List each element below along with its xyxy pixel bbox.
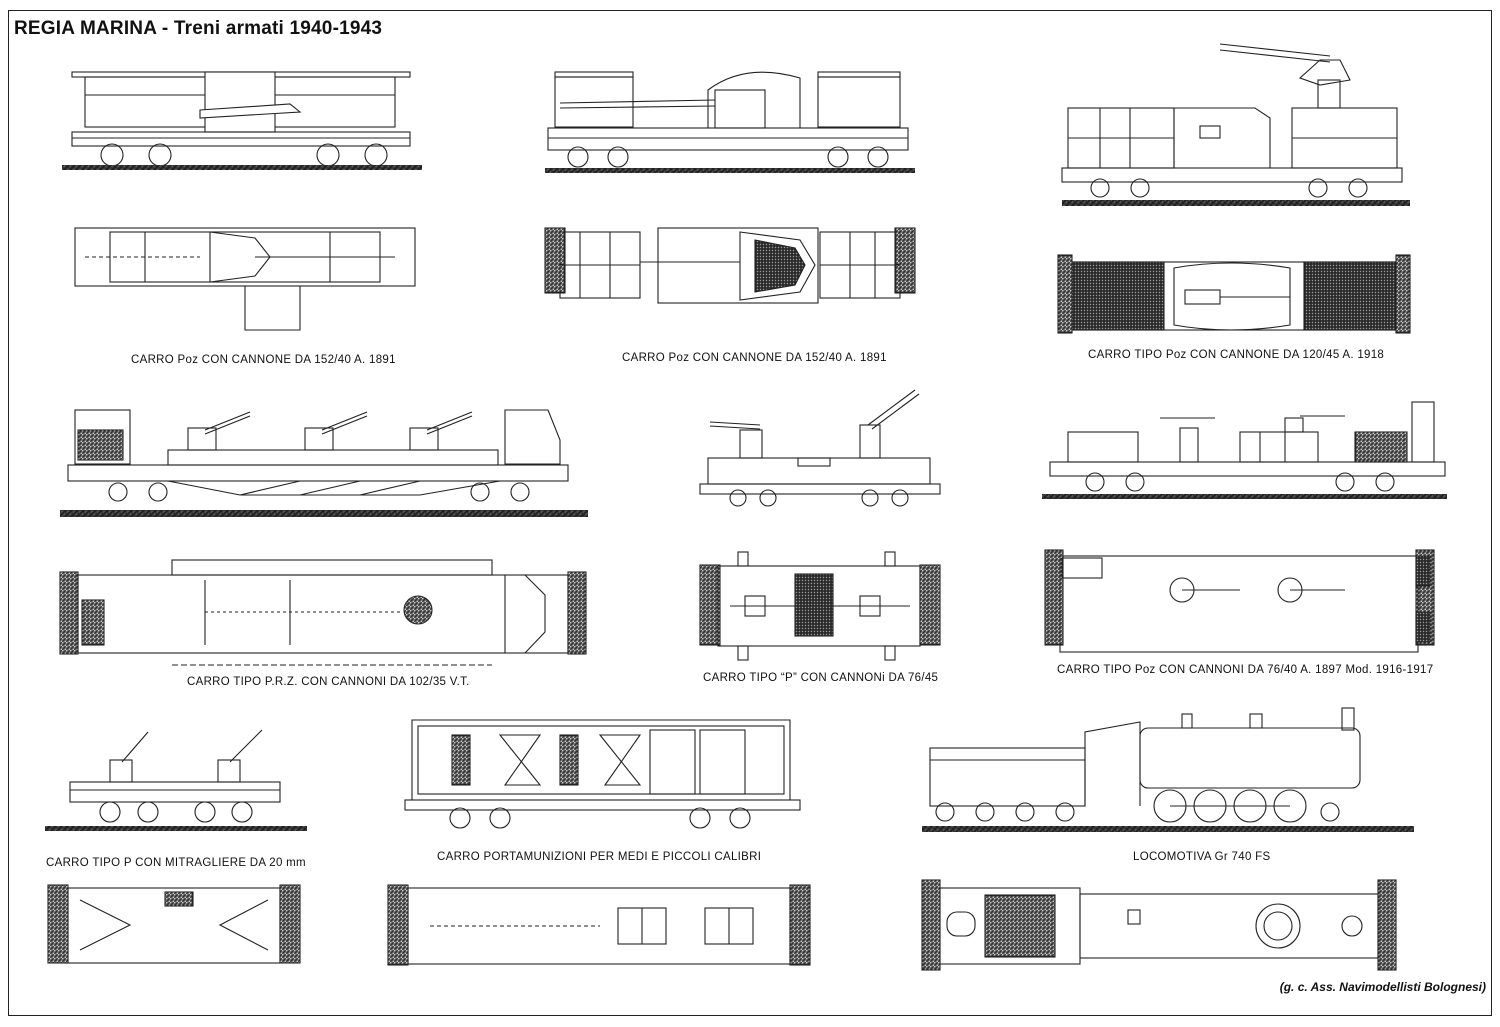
caption-locomotiva-gr740: LOCOMOTIVA Gr 740 FS (1133, 851, 1271, 863)
caption-carro-poz-152b: CARRO Poz CON CANNONE DA 152/40 A. 1891 (622, 352, 887, 364)
carro-poz-152b-top-view (544, 227, 916, 304)
carro-poz-152-side-view (62, 71, 422, 170)
carro-tipo-poz-120-side-view (1061, 43, 1410, 206)
carro-tipo-poz-76-top-view (1044, 549, 1435, 653)
carro-tipo-prz-102-side-view (60, 409, 588, 517)
carro-portamunizioni-side-view (404, 719, 801, 829)
caption-carro-poz-152: CARRO Poz CON CANNONE DA 152/40 A. 1891 (131, 354, 396, 366)
carro-tipo-p-20mm-side-view (45, 729, 307, 831)
caption-carro-tipo-poz-120: CARRO TIPO Poz CON CANNONE DA 120/45 A. … (1088, 349, 1385, 361)
carro-tipo-poz-120-top-view (1057, 254, 1411, 334)
carro-portamunizioni-top-view (387, 884, 811, 966)
carro-poz-152-top-view (74, 227, 416, 331)
caption-carro-tipo-prz-102: CARRO TIPO P.R.Z. CON CANNONI DA 102/35 … (187, 676, 470, 688)
carro-tipo-p-20mm-top-view (47, 884, 301, 964)
carro-poz-152b-side-view (545, 71, 915, 173)
locomotiva-gr740-side-view (922, 707, 1414, 832)
locomotiva-gr740-top-view (921, 879, 1397, 971)
caption-carro-tipo-p-20mm: CARRO TIPO P CON MITRAGLIERE DA 20 mm (46, 857, 306, 869)
drawing-sheet-border (8, 10, 1492, 1016)
page-title: REGIA MARINA - Treni armati 1940-1943 (14, 18, 383, 39)
carro-tipo-poz-76-side-view (1042, 401, 1447, 499)
carro-tipo-p-76-side-view (699, 389, 941, 507)
caption-carro-tipo-p-76: CARRO TIPO “P” CON CANNONi DA 76/45 (703, 672, 939, 684)
carro-tipo-p-76-top-view (699, 551, 941, 661)
caption-carro-portamunizioni: CARRO PORTAMUNIZIONI PER MEDI E PICCOLI … (437, 851, 762, 863)
credit-note: (g. c. Ass. Navimodellisti Bolognesi) (1279, 980, 1486, 994)
carro-tipo-prz-102-top-view (59, 559, 587, 666)
caption-carro-tipo-poz-76: CARRO TIPO Poz CON CANNONI DA 76/40 A. 1… (1057, 664, 1434, 676)
